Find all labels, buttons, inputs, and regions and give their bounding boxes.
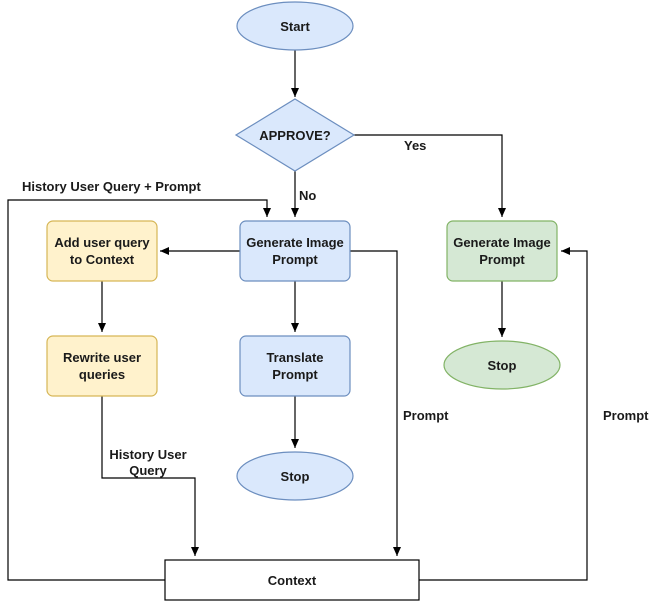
- start-node: Start: [236, 1, 354, 51]
- rewrite-user-queries-box: [46, 335, 158, 397]
- edge-label-prompt-middle: Prompt: [403, 408, 449, 423]
- stop-node-middle: Stop: [236, 451, 354, 501]
- approve-label: APPROVE?: [259, 128, 331, 143]
- edge-label-yes: Yes: [404, 138, 426, 153]
- add-user-query-box: [46, 220, 158, 282]
- stop-ellipse-middle: [236, 451, 354, 501]
- translate-prompt-node: Translate Prompt: [239, 335, 351, 397]
- edge-label-history-query-line1: History User: [109, 447, 186, 462]
- add-user-query-line2: to Context: [70, 252, 135, 267]
- approve-diamond: [234, 98, 356, 172]
- edge-label-prompt-right: Prompt: [603, 408, 649, 423]
- edge-context-to-generate: [7, 199, 271, 581]
- edge-approve-to-generate-yes: [354, 134, 506, 217]
- generate-image-prompt-right-line2: Prompt: [479, 252, 525, 267]
- generate-image-prompt-right-line1: Generate Image: [453, 235, 551, 250]
- generate-image-prompt-node: Generate Image Prompt: [239, 220, 351, 282]
- rewrite-user-queries-node: Rewrite user queries: [46, 335, 158, 397]
- edge-context-to-generate-right: [419, 247, 588, 581]
- generate-image-prompt-line2: Prompt: [272, 252, 318, 267]
- context-node: Context: [164, 559, 420, 601]
- generate-image-prompt-right-box: [446, 220, 558, 282]
- add-user-query-node: Add user query to Context: [46, 220, 158, 282]
- context-box: [164, 559, 420, 601]
- stop-ellipse-right: [443, 340, 561, 390]
- rewrite-user-queries-line1: Rewrite user: [63, 350, 141, 365]
- edge-label-history-query-prompt: History User Query + Prompt: [22, 179, 201, 194]
- start-ellipse: [236, 1, 354, 51]
- generate-image-prompt-box: [239, 220, 351, 282]
- stop-label-right: Stop: [488, 358, 517, 373]
- edge-label-no: No: [299, 188, 316, 203]
- edge-generate-to-context: [350, 250, 401, 556]
- edge-label-history-query-line2: Query: [129, 463, 167, 478]
- add-user-query-line1: Add user query: [54, 235, 150, 250]
- start-label: Start: [280, 19, 310, 34]
- translate-prompt-line2: Prompt: [272, 367, 318, 382]
- rewrite-user-queries-line2: queries: [79, 367, 125, 382]
- stop-label-middle: Stop: [281, 469, 310, 484]
- context-label: Context: [268, 573, 317, 588]
- stop-node-right: Stop: [443, 340, 561, 390]
- approve-decision-node: APPROVE?: [234, 98, 356, 172]
- generate-image-prompt-line1: Generate Image: [246, 235, 344, 250]
- translate-prompt-line1: Translate: [266, 350, 323, 365]
- generate-image-prompt-right-node: Generate Image Prompt: [446, 220, 558, 282]
- edge-rewrite-to-context: [101, 396, 199, 556]
- translate-prompt-box: [239, 335, 351, 397]
